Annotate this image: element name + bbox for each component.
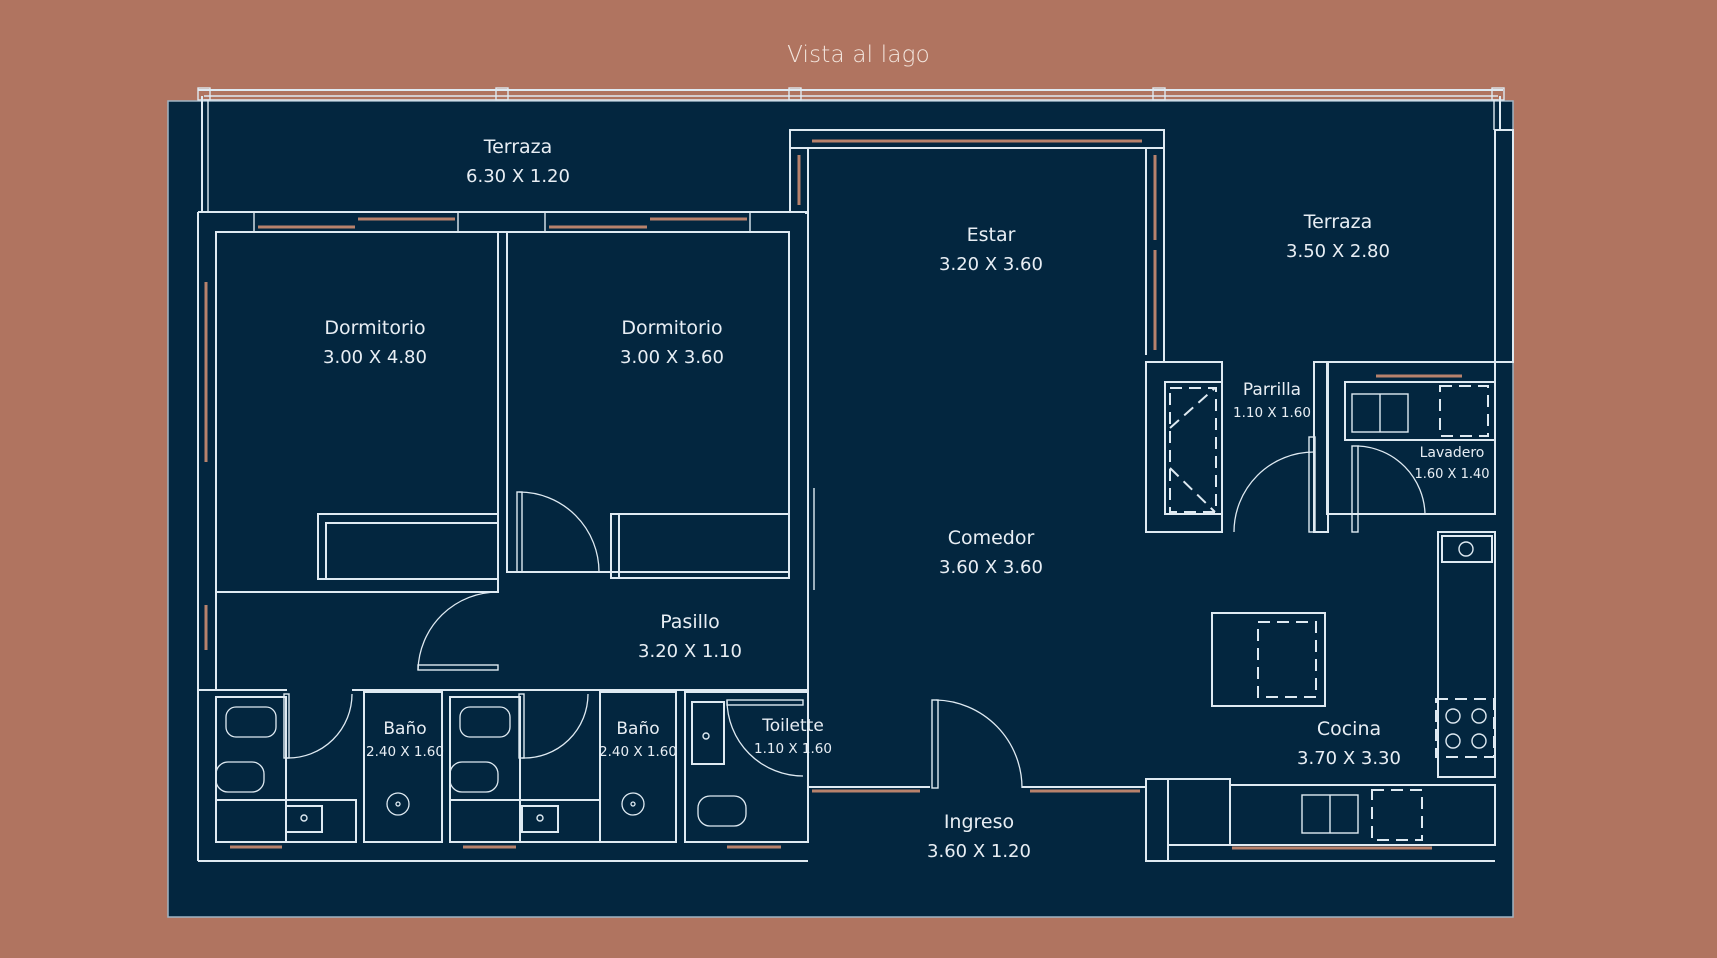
lavadero (1326, 361, 1496, 533)
top-railing (197, 87, 1505, 212)
room-name: Terraza (483, 136, 553, 158)
room-dims: 3.70 X 3.30 (1297, 748, 1401, 769)
room-dims: 3.60 X 3.60 (939, 557, 1043, 578)
room-name: Estar (966, 224, 1016, 246)
view-label: Vista al lago (787, 42, 930, 68)
room-dims: 3.60 X 1.20 (927, 841, 1031, 862)
room-label-terraza-1: Terraza 6.30 X 1.20 (466, 136, 570, 188)
room-name: Terraza (1303, 211, 1373, 233)
room-label-cocina: Cocina 3.70 X 3.30 (1297, 718, 1401, 770)
room-label-parrilla: Parrilla 1.10 X 1.60 (1233, 380, 1311, 422)
room-dims: 3.20 X 3.60 (939, 254, 1043, 275)
room-dims: 1.10 X 1.60 (1233, 405, 1311, 421)
room-dims: 3.00 X 4.80 (323, 347, 427, 368)
room-name: Dormitorio (324, 317, 426, 339)
room-label-ingreso: Ingreso 3.60 X 1.20 (927, 811, 1031, 863)
room-dims: 2.40 X 1.60 (366, 744, 444, 760)
estar-walls (789, 129, 1165, 362)
room-name: Toilette (762, 716, 824, 736)
room-label-dormitorio-2: Dormitorio 3.00 X 3.60 (620, 317, 724, 369)
room-dims: 3.20 X 1.10 (638, 641, 742, 662)
room-dims: 1.60 X 1.40 (1414, 467, 1490, 482)
room-name: Baño (616, 719, 660, 739)
room-dims: 2.40 X 1.60 (599, 744, 677, 760)
room-name: Comedor (947, 527, 1035, 549)
room-label-lavadero: Lavadero 1.60 X 1.40 (1414, 444, 1489, 484)
room-dims: 1.10 X 1.60 (754, 741, 832, 757)
room-label-dormitorio-1: Dormitorio 3.00 X 4.80 (323, 317, 427, 369)
cocina (1145, 531, 1496, 862)
room-label-toilette: Toilette 1.10 X 1.60 (754, 716, 832, 758)
room-name: Dormitorio (621, 317, 723, 339)
room-label-bano-1: Baño 2.40 X 1.60 (366, 719, 444, 761)
ingreso (808, 699, 1146, 793)
room-label-terraza-2: Terraza 3.50 X 2.80 (1286, 211, 1390, 263)
room-label-estar: Estar 3.20 X 3.60 (939, 224, 1043, 276)
room-dims: 3.00 X 3.60 (620, 347, 724, 368)
room-name: Baño (383, 719, 427, 739)
room-name: Parrilla (1242, 380, 1302, 400)
plan-background (167, 100, 1514, 918)
room-name: Cocina (1316, 718, 1382, 740)
bathrooms (198, 689, 809, 862)
room-name: Ingreso (943, 811, 1015, 833)
room-name: Pasillo (660, 611, 720, 633)
parrilla (1145, 361, 1329, 533)
room-name: Lavadero (1419, 445, 1485, 461)
room-label-pasillo: Pasillo 3.20 X 1.10 (638, 611, 742, 663)
room-label-bano-2: Baño 2.40 X 1.60 (599, 719, 677, 761)
room-dims: 3.50 X 2.80 (1286, 241, 1390, 262)
room-dims: 6.30 X 1.20 (466, 166, 570, 187)
room-label-comedor: Comedor 3.60 X 3.60 (939, 527, 1043, 579)
bedrooms-walls (197, 211, 815, 861)
